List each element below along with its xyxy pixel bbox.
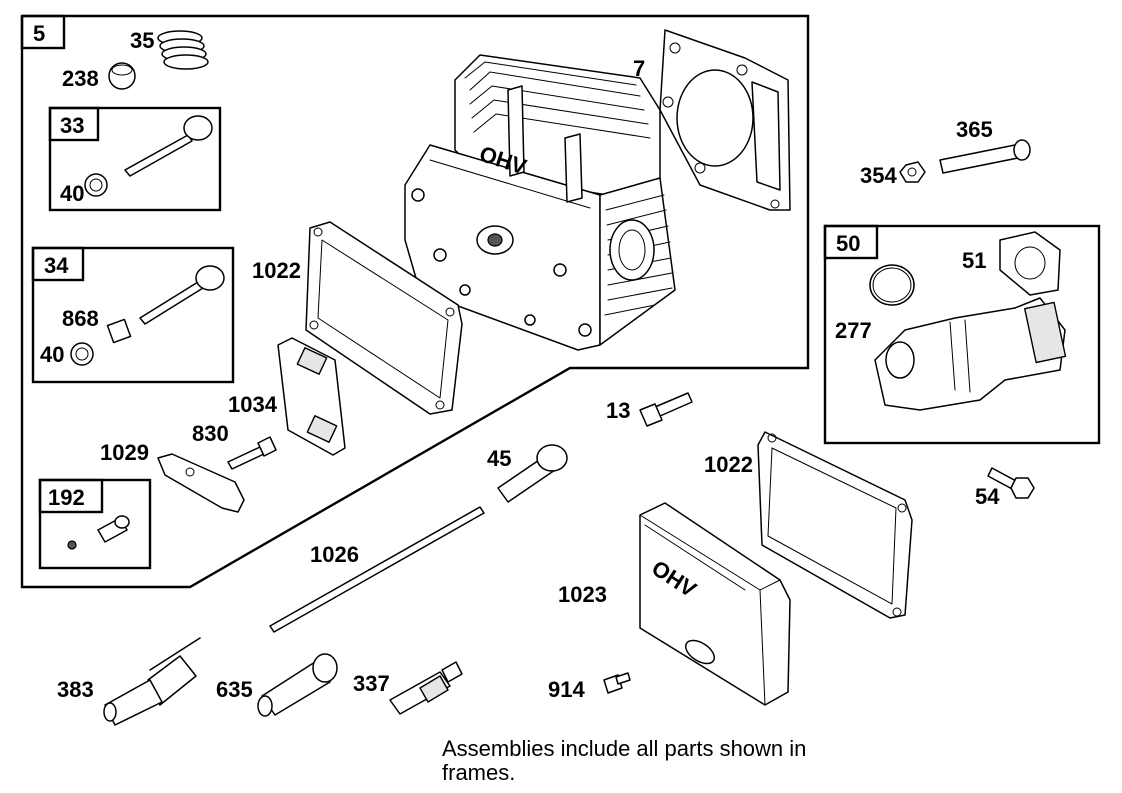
frame-main-tab (20, 14, 66, 50)
callout-35: 35 (130, 28, 154, 53)
screw-54-drawing (987, 467, 1035, 499)
callout-1029: 1029 (100, 440, 149, 465)
frame-33-number: 33 (60, 113, 84, 138)
callout-40-lower: 40 (40, 342, 64, 367)
callout-1022-lower: 1022 (704, 452, 753, 477)
callout-277: 277 (835, 318, 872, 343)
fitting-365-drawing (939, 139, 1031, 174)
intake-gasket-drawing (999, 231, 1061, 296)
callout-1026: 1026 (310, 542, 359, 567)
callout-337: 337 (353, 671, 390, 696)
frame-192-tab (38, 478, 104, 514)
spark-plug-drawing (389, 661, 463, 715)
screw-914-drawing (603, 672, 631, 694)
callout-1022-upper: 1022 (252, 258, 301, 283)
bolt-13-drawing (639, 392, 693, 427)
callout-830: 830 (192, 421, 229, 446)
frame-50-number: 50 (836, 231, 860, 256)
callout-1023: 1023 (558, 582, 607, 607)
callout-45: 45 (487, 446, 511, 471)
frame-main-number: 5 (33, 21, 45, 46)
cylinder-head-drawing: OHV (404, 54, 676, 351)
push-rod-drawing (269, 506, 485, 633)
rocker-arm-drawing (157, 453, 245, 513)
rocker-stud-drawing (227, 436, 277, 470)
tappet-drawing (497, 444, 568, 503)
callout-868: 868 (62, 306, 99, 331)
frame-192-number: 192 (48, 485, 85, 510)
callout-635: 635 (216, 677, 253, 702)
frame-33-tab (48, 106, 100, 142)
spring-cap-drawing (108, 62, 136, 90)
intake-manifold-drawing (874, 297, 1067, 411)
callout-1034: 1034 (228, 392, 278, 417)
assemblies-footnote: Assemblies include all parts shown in fr… (442, 736, 807, 785)
rocker-gasket-upper-drawing (305, 221, 463, 415)
exhaust-valve-drawing (84, 115, 213, 197)
valve-cover-drawing: OHV (639, 502, 791, 706)
frame-34-number: 34 (44, 253, 69, 278)
callout-40-upper: 40 (60, 181, 84, 206)
intake-o-ring-drawing (869, 264, 915, 306)
rocker-gasket-lower-drawing (757, 431, 913, 619)
callout-13: 13 (606, 398, 630, 423)
valve-spring-drawing (157, 30, 209, 70)
frame-34-outline (31, 246, 235, 384)
frame-50-tab (823, 224, 879, 260)
frame-33-outline (48, 106, 222, 212)
callout-238: 238 (62, 66, 99, 91)
sleeve-635-drawing (257, 653, 338, 717)
callout-354: 354 (860, 163, 897, 188)
breather-plate-drawing (277, 337, 346, 456)
intake-valve-drawing (70, 265, 225, 366)
callout-7: 7 (633, 56, 645, 81)
callout-51: 51 (962, 248, 986, 273)
callout-54: 54 (975, 484, 1000, 509)
spark-tool-383-drawing (103, 637, 201, 726)
nut-354-drawing (899, 161, 926, 183)
frame-50-outline (823, 224, 1101, 445)
callout-383: 383 (57, 677, 94, 702)
breather-valve-drawing (67, 515, 130, 550)
frame-main-outline (20, 14, 810, 589)
callout-914: 914 (548, 677, 585, 702)
frame-34-tab (31, 246, 85, 282)
head-gasket-drawing (659, 29, 791, 211)
callout-365: 365 (956, 117, 993, 142)
